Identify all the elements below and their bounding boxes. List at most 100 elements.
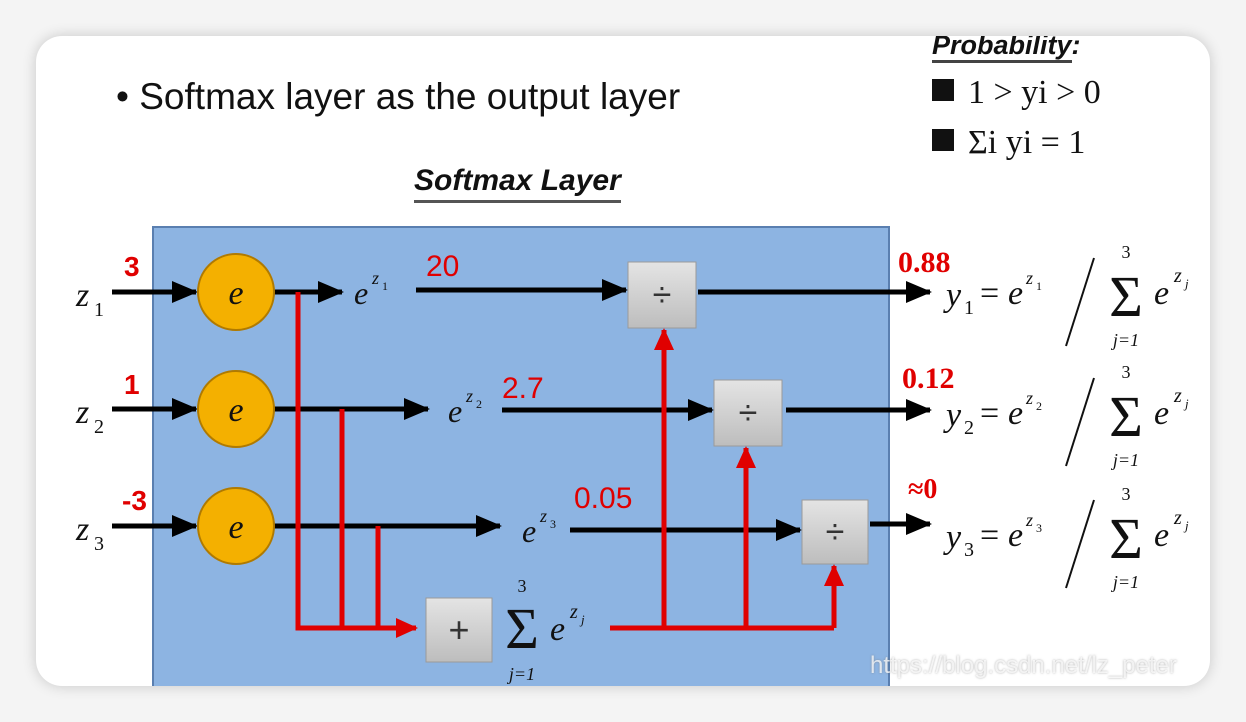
output-2-exp-sup: z <box>1025 388 1033 408</box>
exp-3-value: 0.05 <box>574 482 632 515</box>
output-2-term-base: e <box>1154 395 1169 432</box>
output-1-y: y <box>943 277 962 314</box>
red-collect-line-1 <box>295 292 418 638</box>
output-1-value: 0.88 <box>898 246 951 279</box>
output-1-exp-sup: z <box>1025 268 1033 288</box>
probability-title-text: Probability <box>932 36 1072 63</box>
probability-title: Probability: <box>932 36 1081 63</box>
sum-box-symbol: + <box>448 609 469 650</box>
exp-3-base: e <box>522 513 536 549</box>
output-3-sigma: Σ <box>1109 506 1143 571</box>
output-2-term-sup: z <box>1173 385 1182 407</box>
input-3-label: z <box>75 511 89 548</box>
probability-colon: : <box>1071 36 1081 60</box>
softmax-layer-title: Softmax Layer <box>414 164 621 203</box>
softmax-diagram: e e e ÷ ÷ ÷ <box>75 242 1189 684</box>
output-1-upper: 3 <box>1122 242 1131 262</box>
sum-lower: j=1 <box>507 664 535 684</box>
exp-1-value: 20 <box>426 250 459 283</box>
bullet-marker: • <box>116 76 129 117</box>
divide-box-2-symbol: ÷ <box>739 394 758 432</box>
output-3-term-base: e <box>1154 517 1169 554</box>
input-2-label: z <box>75 394 89 431</box>
input-2-value: 1 <box>124 369 140 400</box>
output-3-lower: j=1 <box>1111 572 1139 592</box>
square-bullet-icon <box>932 79 954 101</box>
watermark-text: https://blog.csdn.net/lz_peter <box>870 652 1177 679</box>
divide-box-3-symbol: ÷ <box>826 513 845 551</box>
output-2-lower: j=1 <box>1111 450 1139 470</box>
probability-item-2-text: Σi yi = 1 <box>968 124 1086 161</box>
input-1-sub: 1 <box>94 299 104 321</box>
output-formula-3: y 3 = e z 3 3 Σ j=1 e z j <box>943 484 1189 592</box>
output-1-exp-supsub: 1 <box>1036 279 1042 293</box>
exp-3-sup: z <box>539 506 547 526</box>
output-2-exp-base: e <box>1008 395 1023 432</box>
input-3-value: -3 <box>122 485 147 516</box>
output-2-exp-supsub: 2 <box>1036 399 1042 413</box>
output-1-equals: = <box>980 275 999 312</box>
exp-2-supsub: 2 <box>476 397 482 411</box>
probability-item-1-text: 1 > yi > 0 <box>968 74 1101 111</box>
input-3-sub: 3 <box>94 533 104 555</box>
sum-term-sup: z <box>569 601 578 623</box>
exp-node-1-symbol: e <box>228 275 243 312</box>
output-3-term-sup: z <box>1173 507 1182 529</box>
output-1-term-base: e <box>1154 275 1169 312</box>
output-2-equals: = <box>980 395 999 432</box>
output-formula-2: y 2 = e z 2 3 Σ j=1 e z j <box>943 362 1189 470</box>
sum-expression: 3 Σ j=1 e z j <box>505 576 585 684</box>
exp-2-sup: z <box>465 386 473 406</box>
exp-node-1: e <box>197 253 275 331</box>
output-3-equals: = <box>980 517 999 554</box>
bullet-line: • Softmax layer as the output layer <box>116 76 680 118</box>
divide-box-1-symbol: ÷ <box>653 276 672 314</box>
exp-2-value: 2.7 <box>502 372 544 405</box>
output-3-exp-supsub: 3 <box>1036 521 1042 535</box>
output-2-upper: 3 <box>1122 362 1131 382</box>
output-1-sigma: Σ <box>1109 264 1143 329</box>
exp-node-3: e <box>197 487 275 565</box>
input-2-sub: 2 <box>94 416 104 438</box>
output-formula-1: y 1 = e z 1 3 Σ j=1 e z j <box>943 242 1189 350</box>
softmax-layer-box <box>152 226 890 686</box>
sum-term-supsub: j <box>579 612 585 627</box>
output-2-value: 0.12 <box>902 362 955 395</box>
output-3-exp-sup: z <box>1025 510 1033 530</box>
sum-term-base: e <box>550 611 565 648</box>
divide-box-1: ÷ <box>627 261 697 329</box>
output-3-exp-base: e <box>1008 517 1023 554</box>
divide-box-2: ÷ <box>713 379 783 447</box>
exp-1-base: e <box>354 275 368 311</box>
exp-node-2: e <box>197 370 275 448</box>
sum-sigma: Σ <box>505 596 539 661</box>
output-1-sub: 1 <box>964 297 974 319</box>
exp-1-sup: z <box>371 268 379 288</box>
output-3-slash <box>1065 499 1095 589</box>
output-1-exp-base: e <box>1008 275 1023 312</box>
output-1-lower: j=1 <box>1111 330 1139 350</box>
exp-node-2-symbol: e <box>228 392 243 429</box>
output-2-sub: 2 <box>964 417 974 439</box>
probability-item-range: 1 > yi > 0 <box>932 74 1101 112</box>
input-1-label: z <box>75 277 89 314</box>
output-1-slash <box>1065 257 1095 347</box>
output-3-term-supsub: j <box>1183 518 1189 533</box>
output-2-y: y <box>943 397 962 434</box>
output-1-term-sup: z <box>1173 265 1182 287</box>
probability-item-sum: Σi yi = 1 <box>932 124 1085 162</box>
exp-3-supsub: 3 <box>550 517 556 531</box>
output-3-sub: 3 <box>964 539 974 561</box>
output-3-value: ≈0 <box>908 474 937 505</box>
sum-upper: 3 <box>518 576 527 596</box>
slide-card: • Softmax layer as the output layer Prob… <box>36 36 1210 686</box>
bullet-text: Softmax layer as the output layer <box>139 76 681 117</box>
output-3-upper: 3 <box>1122 484 1131 504</box>
output-2-sigma: Σ <box>1109 384 1143 449</box>
output-2-slash <box>1065 377 1095 467</box>
exp-1-supsub: 1 <box>382 279 388 293</box>
exp-node-3-symbol: e <box>228 509 243 546</box>
exp-2-base: e <box>448 393 462 429</box>
output-3-y: y <box>943 519 962 556</box>
